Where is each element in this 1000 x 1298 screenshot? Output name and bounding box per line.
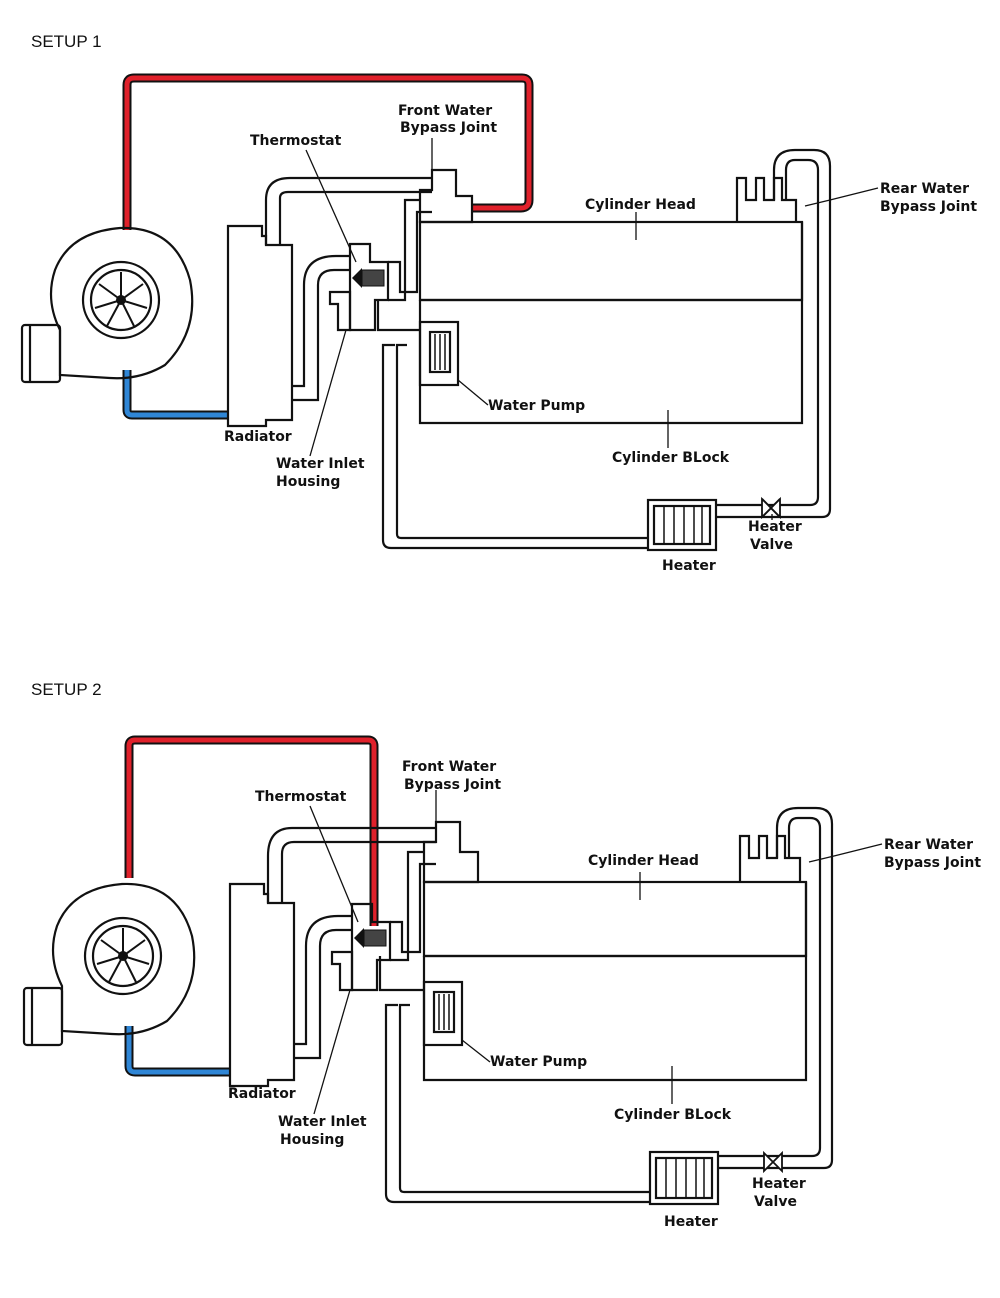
label-line: Valve xyxy=(750,537,793,553)
radiator xyxy=(228,882,296,1088)
heater-valve xyxy=(761,496,781,520)
thermostat-label: Thermostat xyxy=(250,133,342,149)
label-line: Housing xyxy=(280,1132,344,1148)
water-pump-label: Water Pump xyxy=(490,1054,587,1070)
hot-hose-fill xyxy=(126,737,377,926)
cold-hose-fill xyxy=(124,370,228,418)
rear-water-bypass-joint-label: Rear Water Bypass Joint xyxy=(884,837,981,871)
heater-label: Heater xyxy=(664,1214,718,1230)
setup-2-title: SETUP 2 xyxy=(31,680,102,699)
setup-1-title: SETUP 1 xyxy=(31,32,102,51)
engine xyxy=(378,834,808,1082)
front-water-bypass-joint xyxy=(388,168,474,302)
water-pump-label: Water Pump xyxy=(488,398,585,414)
cylinder-block-label: Cylinder BLock xyxy=(612,450,730,466)
label-line: Valve xyxy=(754,1194,797,1210)
water-inlet-housing xyxy=(328,290,352,332)
thermostat xyxy=(348,242,390,332)
label-line: Bypass Joint xyxy=(884,855,981,871)
front-water-bypass-joint-label: Front Water Bypass Joint xyxy=(402,759,501,793)
label-line: Rear Water xyxy=(884,837,973,853)
water-pump xyxy=(422,980,464,1047)
cold-hose-fill xyxy=(126,1026,230,1075)
water-inlet-housing-label: Water Inlet Housing xyxy=(278,1114,367,1148)
label-line: Bypass Joint xyxy=(880,199,977,215)
thermostat-label: Thermostat xyxy=(255,789,347,805)
cold-hose xyxy=(124,1026,230,1077)
label-line: Water Inlet xyxy=(278,1114,367,1130)
setup-1-diagram: Front Water Bypass Joint Thermostat Cyli… xyxy=(20,73,977,574)
cylinder-block-label: Cylinder BLock xyxy=(614,1107,732,1123)
heater-valve-label: Heater Valve xyxy=(752,1176,806,1210)
heater-valve-label: Heater Valve xyxy=(748,519,802,553)
label-line: Water Inlet xyxy=(276,456,365,472)
water-pump xyxy=(418,320,460,387)
hot-hose xyxy=(124,735,379,926)
heater-core xyxy=(646,498,718,552)
radiator-label: Radiator xyxy=(224,429,292,445)
label-line: Rear Water xyxy=(880,181,969,197)
label-line: Front Water xyxy=(402,759,496,775)
cold-hose xyxy=(122,370,228,420)
thermostat xyxy=(350,902,392,992)
cylinder-head-label: Cylinder Head xyxy=(588,853,699,869)
rear-water-bypass-joint-label: Rear Water Bypass Joint xyxy=(880,181,977,215)
water-inlet-housing xyxy=(330,950,354,992)
setup-1-panel: SETUP 1 xyxy=(0,0,1000,642)
label-line: Heater xyxy=(748,519,802,535)
label-line: Heater xyxy=(752,1176,806,1192)
heater-label: Heater xyxy=(662,558,716,574)
water-inlet-housing-label: Water Inlet Housing xyxy=(276,456,365,490)
setup-2-panel: SETUP 2 xyxy=(0,656,1000,1298)
turbocharger xyxy=(20,226,194,384)
setup-2-diagram: Front Water Bypass Joint Thermostat Cyli… xyxy=(22,735,981,1230)
front-water-bypass-joint-label: Front Water Bypass Joint xyxy=(398,103,497,136)
heater-valve xyxy=(763,1150,783,1174)
engine xyxy=(376,176,804,425)
label-line: Bypass Joint xyxy=(404,777,501,793)
radiator-label: Radiator xyxy=(228,1086,296,1102)
label-line: Housing xyxy=(276,474,340,490)
label-line: Front Water xyxy=(398,103,492,119)
cylinder-head-label: Cylinder Head xyxy=(585,197,696,213)
hot-hose xyxy=(122,73,534,230)
heater-core xyxy=(648,1150,720,1206)
label-line: Bypass Joint xyxy=(400,120,497,136)
hot-hose-fill xyxy=(124,75,532,230)
turbocharger xyxy=(22,882,196,1047)
radiator xyxy=(226,224,294,428)
